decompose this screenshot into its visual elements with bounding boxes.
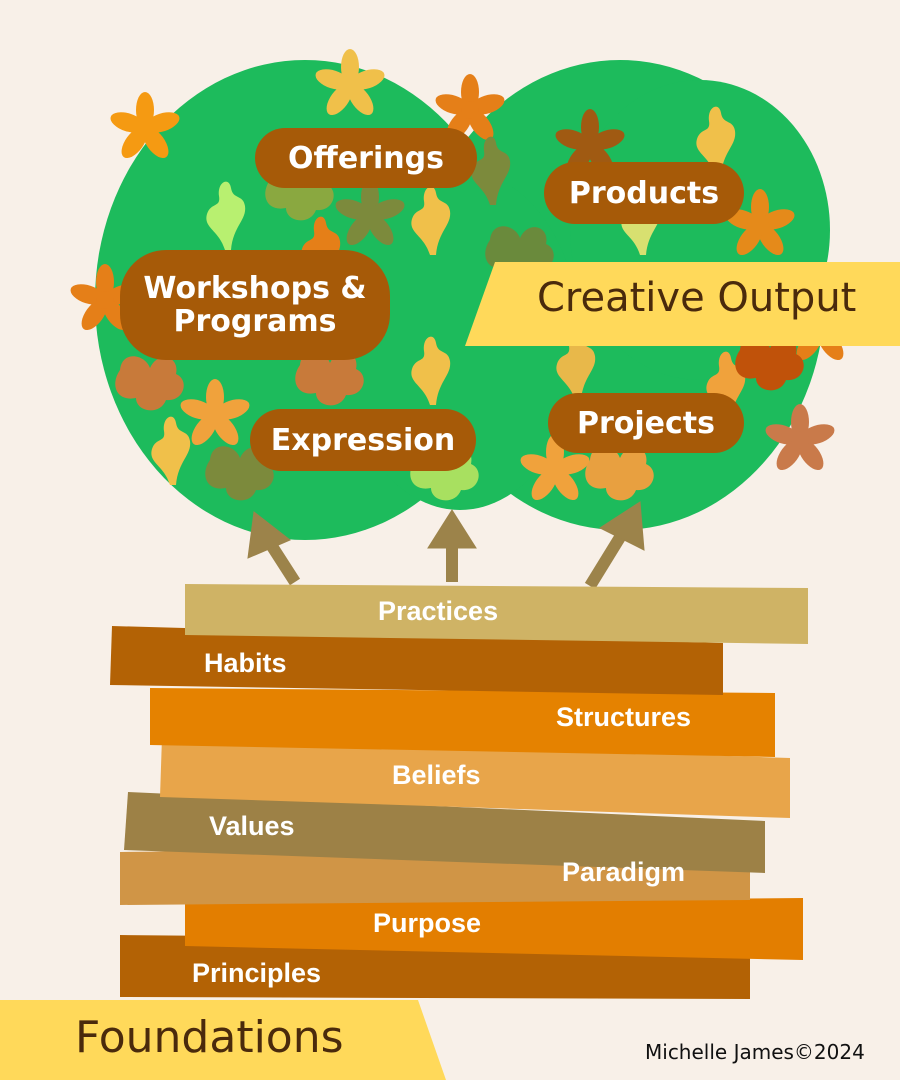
projects-pill: Projects <box>548 393 744 453</box>
foundations-banner <box>0 1000 446 1080</box>
plank-habits <box>110 626 723 695</box>
plank-values <box>124 792 765 873</box>
plank-label-beliefs: Beliefs <box>392 760 481 790</box>
plank-practices <box>185 584 808 644</box>
plank-label-habits: Habits <box>204 648 287 678</box>
creative-output-banner <box>465 262 900 346</box>
plank-label-practices: Practices <box>378 596 499 626</box>
expression-pill: Expression <box>250 409 476 471</box>
foundations-title: Foundations <box>75 1012 344 1063</box>
growth-arrows <box>247 501 645 590</box>
plank-purpose <box>185 898 803 960</box>
foundation-planks <box>110 584 808 999</box>
offerings-pill: Offerings <box>255 128 477 188</box>
creative-output-title: Creative Output <box>537 275 857 321</box>
plank-label-purpose: Purpose <box>373 908 482 938</box>
plank-structures <box>150 688 775 757</box>
plank-label-values: Values <box>209 811 295 841</box>
workshops-programs-pill: Workshops & Programs <box>120 250 390 360</box>
plank-label-structures: Structures <box>556 702 692 732</box>
products-pill: Products <box>544 162 744 224</box>
plank-label-principles: Principles <box>192 958 322 988</box>
plank-label-paradigm: Paradigm <box>562 857 686 887</box>
plank-beliefs <box>160 737 790 818</box>
copyright-credit: Michelle James©2024 <box>645 1040 865 1064</box>
